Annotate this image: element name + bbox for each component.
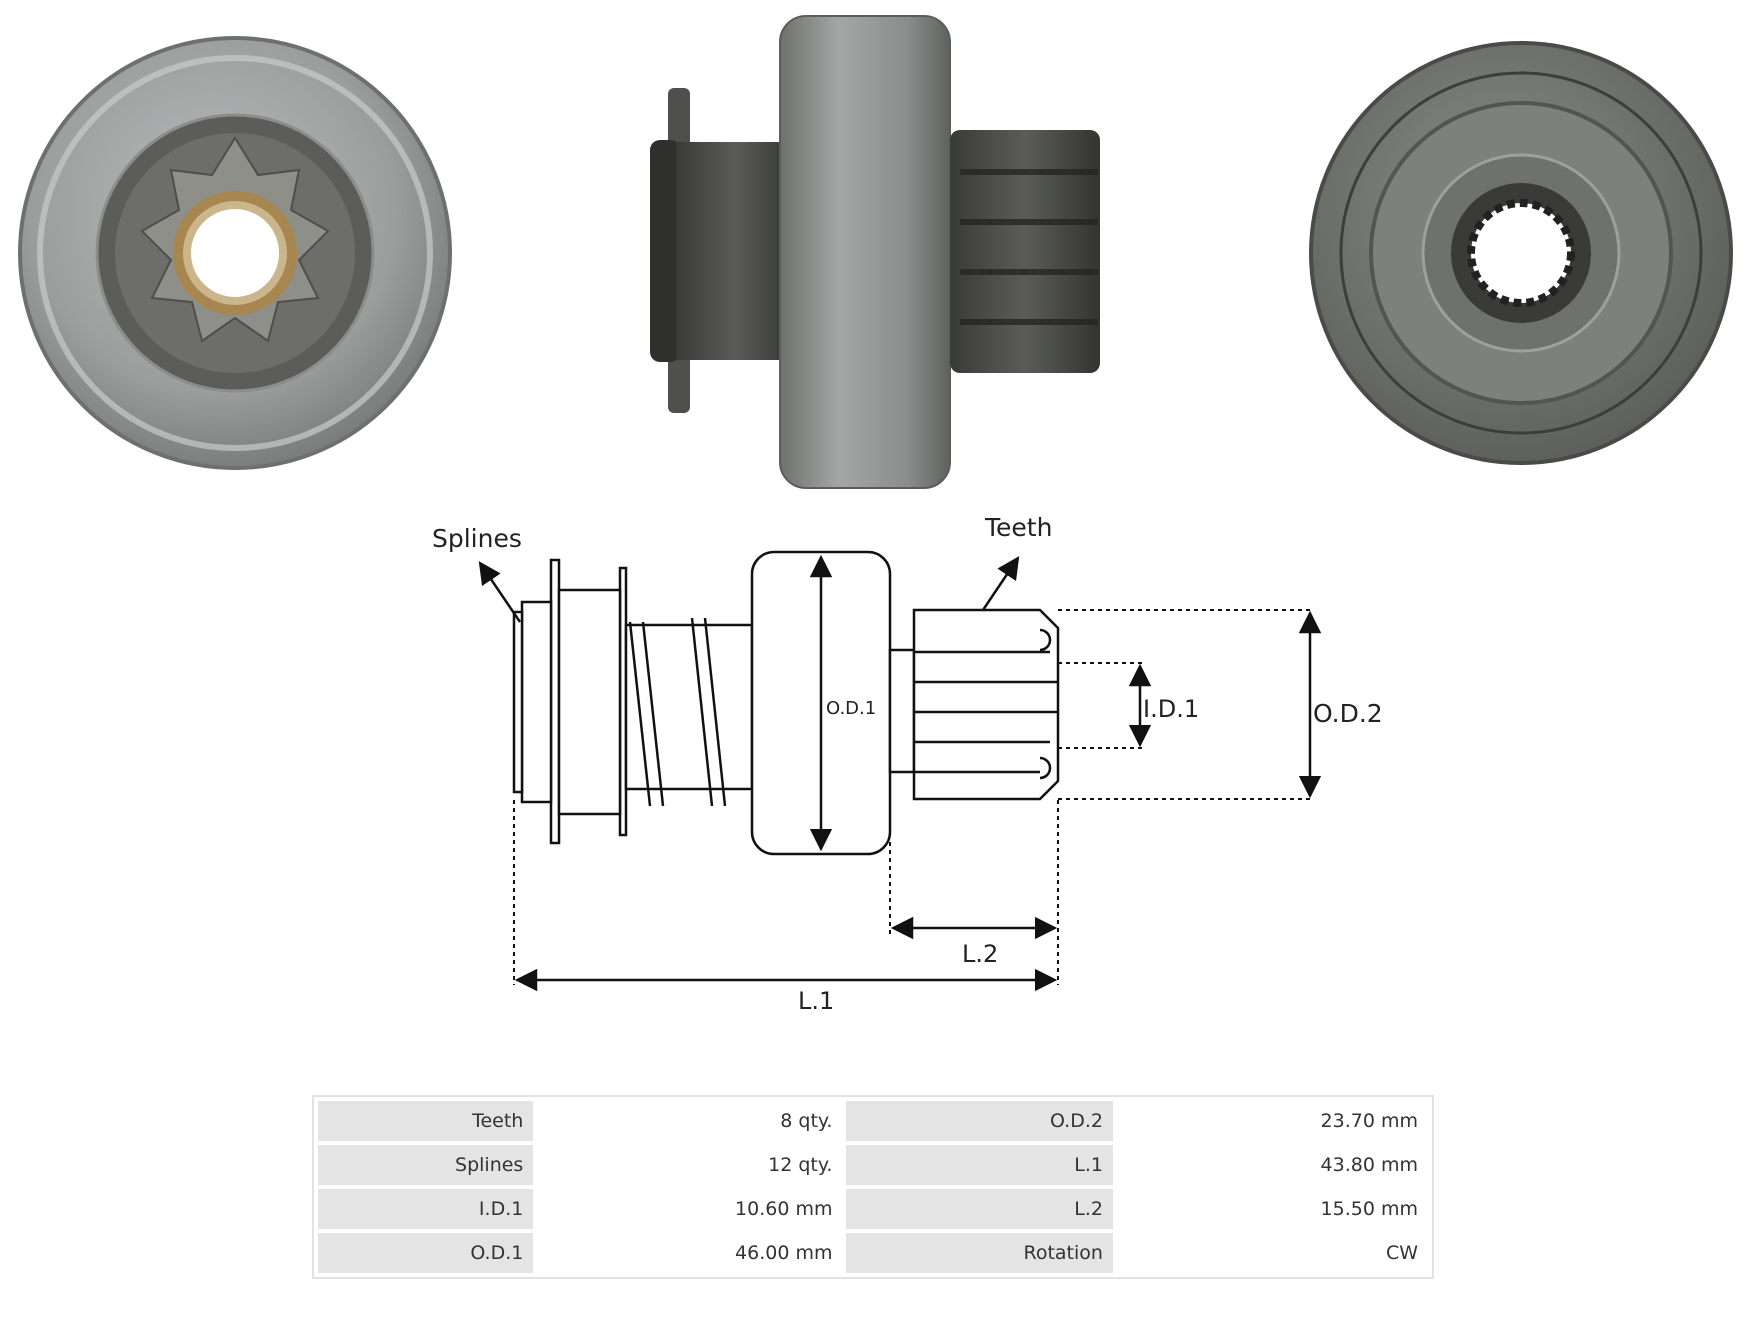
table-row: Teeth 8 qty. O.D.2 23.70 mm <box>318 1101 1428 1141</box>
od2-label: O.D.2 <box>1313 699 1383 728</box>
teeth-pointer-arrow <box>981 556 1020 611</box>
spec-label: L.1 <box>846 1145 1113 1185</box>
spec-value: 15.50 mm <box>1116 1189 1428 1229</box>
l2-label: L.2 <box>962 940 998 968</box>
spec-value: CW <box>1116 1233 1428 1273</box>
spec-label: O.D.2 <box>846 1101 1113 1141</box>
teeth-label: Teeth <box>984 513 1052 542</box>
id1-label: I.D.1 <box>1143 695 1199 723</box>
dimension-drawing: Splines Teeth O.D.1 I.D.1 O.D.2 L.2 L.1 <box>432 513 1383 1015</box>
spec-label: O.D.1 <box>318 1233 534 1273</box>
od1-label: O.D.1 <box>826 698 876 719</box>
spec-label: Splines <box>318 1145 534 1185</box>
table-row: Splines 12 qty. L.1 43.80 mm <box>318 1145 1428 1185</box>
table-row: O.D.1 46.00 mm Rotation CW <box>318 1233 1428 1273</box>
spec-label: Teeth <box>318 1101 534 1141</box>
spec-value: 43.80 mm <box>1116 1145 1428 1185</box>
spec-value: 8 qty. <box>537 1101 843 1141</box>
rear-view-photo <box>1309 41 1733 465</box>
spec-value: 23.70 mm <box>1116 1101 1428 1141</box>
splines-label: Splines <box>432 524 522 553</box>
spec-label: I.D.1 <box>318 1189 534 1229</box>
spec-label: Rotation <box>846 1233 1113 1273</box>
spec-value: 46.00 mm <box>537 1233 843 1273</box>
front-view-photo <box>18 36 452 470</box>
side-view-photo <box>650 15 1100 489</box>
product-photos <box>18 15 1733 489</box>
spec-value: 10.60 mm <box>537 1189 843 1229</box>
table-row: I.D.1 10.60 mm L.2 15.50 mm <box>318 1189 1428 1229</box>
spec-label: L.2 <box>846 1189 1113 1229</box>
spec-value: 12 qty. <box>537 1145 843 1185</box>
specifications-table: Teeth 8 qty. O.D.2 23.70 mm Splines 12 q… <box>312 1095 1434 1279</box>
l1-label: L.1 <box>798 987 834 1015</box>
splines-pointer-arrow <box>478 561 522 623</box>
pinion-outline <box>912 608 1060 801</box>
